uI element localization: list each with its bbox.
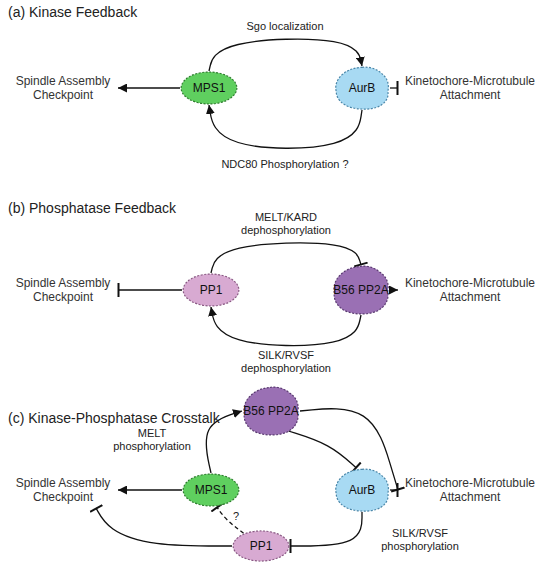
node-text: MPS1	[193, 81, 226, 95]
protein-node: AurB	[334, 66, 390, 110]
node-text: Kinetochore-Microtubule Attachment	[398, 476, 542, 504]
process-label: Kinetochore-Microtubule Attachment	[398, 70, 542, 106]
edge-label: SILK/RVSF phosphorylation	[370, 527, 470, 553]
activation-arrow	[209, 39, 362, 71]
node-text: Spindle Assembly Checkpoint	[8, 276, 118, 304]
inhibition-connector	[211, 243, 361, 273]
node-text: B56 PP2A	[333, 283, 388, 297]
inhibition-connector	[118, 289, 182, 290]
inhibition-connector	[390, 489, 398, 490]
edge-label: NDC80 Phosphorylation ?	[210, 158, 360, 171]
process-label: Kinetochore-Microtubule Attachment	[398, 272, 542, 308]
protein-node: PP1	[232, 530, 290, 562]
activation-arrow	[390, 289, 398, 290]
activation-arrow	[118, 489, 182, 490]
inhibition-connector	[290, 512, 362, 546]
node-text: Spindle Assembly Checkpoint	[8, 476, 118, 504]
protein-node: PP1	[182, 273, 240, 307]
node-text: MPS1	[195, 483, 228, 497]
node-text: AurB	[349, 483, 376, 497]
protein-node: AurB	[334, 468, 390, 512]
process-label: Spindle Assembly Checkpoint	[8, 272, 118, 308]
node-text: B56 PP2A	[243, 404, 298, 418]
panel-title: (b) Phosphatase Feedback	[8, 200, 176, 216]
process-label: Spindle Assembly Checkpoint	[8, 472, 118, 508]
edge-label: MELT phosphorylation	[105, 427, 200, 453]
protein-node: B56 PP2A	[332, 265, 390, 315]
panel-title: (c) Kinase-Phosphatase Crosstalk	[8, 410, 220, 426]
inhibition-connector	[390, 87, 398, 88]
inhibition-connector	[96, 508, 232, 546]
protein-node: B56 PP2A	[242, 386, 300, 436]
protein-node: MPS1	[182, 473, 240, 507]
node-text: Kinetochore-Microtubule Attachment	[398, 74, 542, 102]
inhibition-connector	[288, 431, 356, 468]
process-label: Spindle Assembly Checkpoint	[8, 70, 118, 106]
edge-label: SILK/RVSF dephosphorylation	[231, 349, 341, 375]
activation-arrow	[211, 307, 361, 346]
inhibition-connector	[217, 507, 244, 533]
edge-label: MELT/KARD dephosphorylation	[231, 211, 341, 237]
node-text: AurB	[349, 81, 376, 95]
node-text: Kinetochore-Microtubule Attachment	[398, 276, 542, 304]
process-label: Kinetochore-Microtubule Attachment	[398, 472, 542, 508]
protein-node: MPS1	[180, 71, 238, 105]
node-text: PP1	[250, 539, 273, 553]
edge-label: Sgo localization	[220, 20, 350, 33]
panel-title: (a) Kinase Feedback	[8, 4, 137, 20]
node-text: PP1	[200, 283, 223, 297]
edge-label: ?	[230, 510, 242, 523]
activation-arrow	[209, 105, 362, 148]
node-text: Spindle Assembly Checkpoint	[8, 74, 118, 102]
activation-arrow	[118, 87, 180, 88]
